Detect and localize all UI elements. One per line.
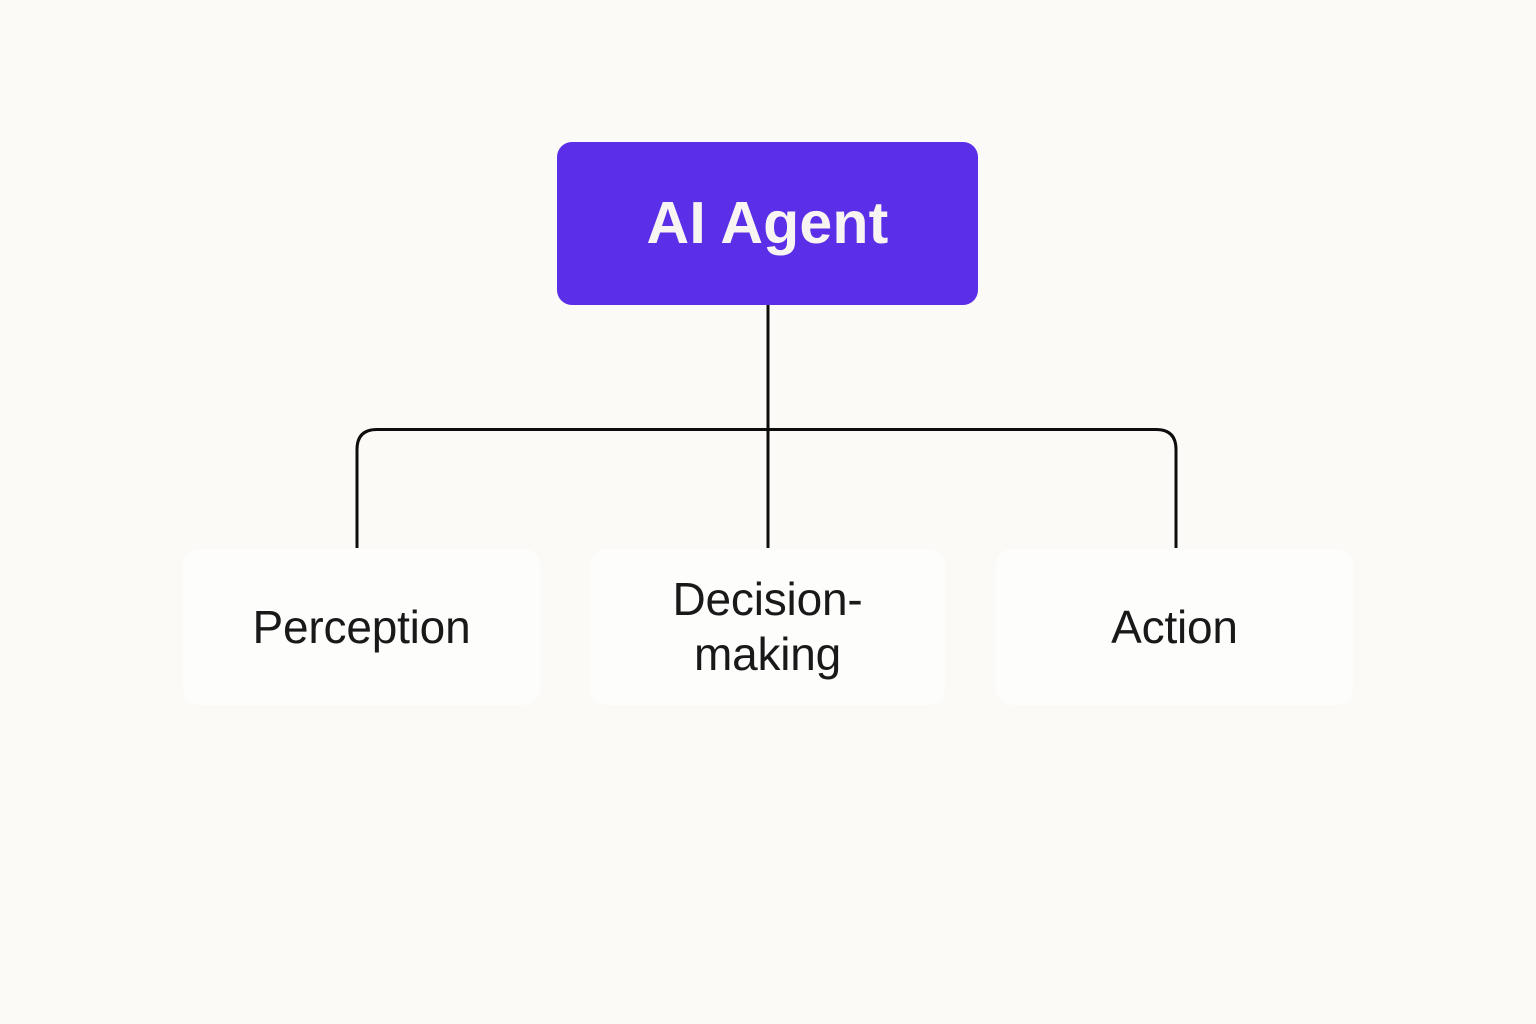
connector-edge-action <box>768 428 1178 548</box>
connector-edge-perception <box>355 428 768 548</box>
node-ai-agent[interactable]: AI Agent <box>557 142 978 305</box>
node-decision-making[interactable]: Decision- making <box>590 549 945 705</box>
node-perception-label: Perception <box>252 600 471 653</box>
node-ai-agent-label: AI Agent <box>646 190 889 256</box>
node-decision-making-label: Decision- making <box>672 572 863 680</box>
node-action[interactable]: Action <box>996 549 1353 705</box>
node-perception[interactable]: Perception <box>183 549 540 705</box>
node-action-label: Action <box>1111 600 1238 653</box>
